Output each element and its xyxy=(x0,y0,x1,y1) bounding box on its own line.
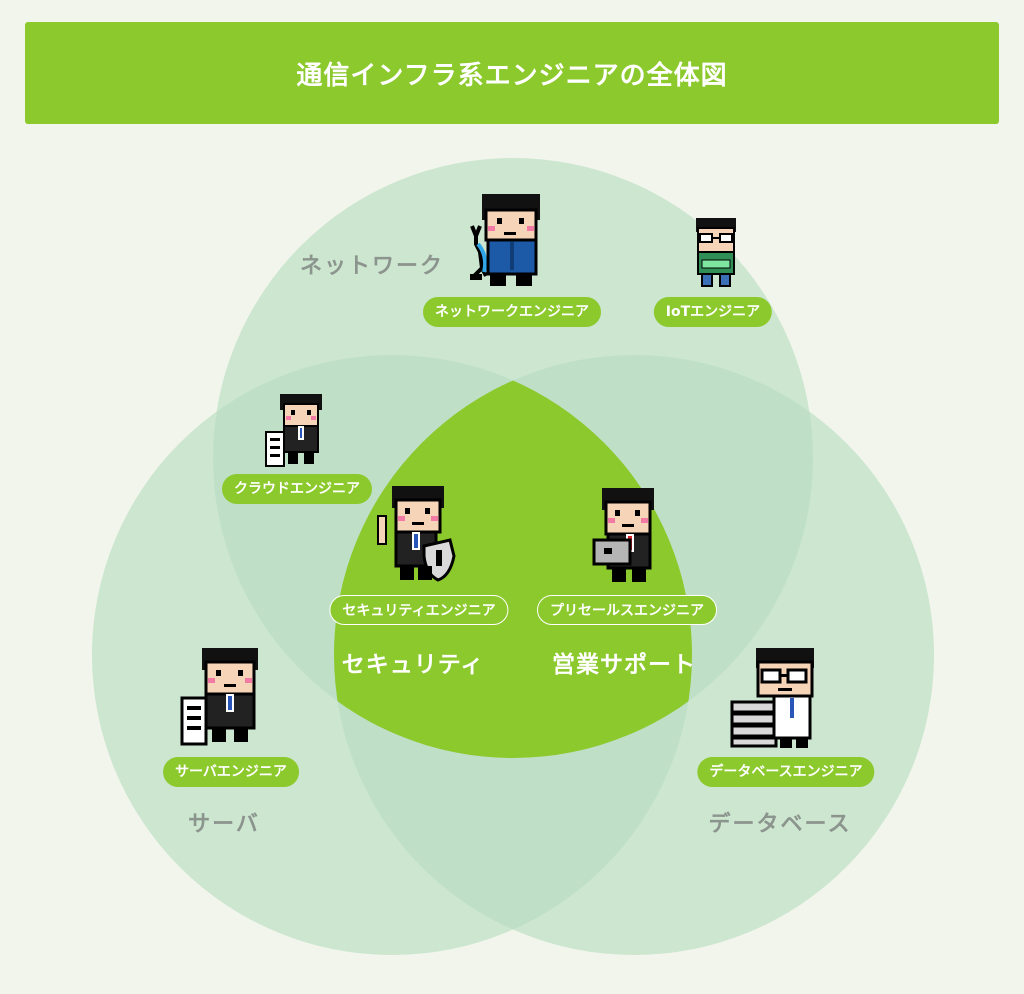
role-network-engineer: ネットワークエンジニア xyxy=(423,297,601,327)
role-server-engineer: サーバエンジニア xyxy=(163,757,299,787)
title-bar: 通信インフラ系エンジニアの全体図 xyxy=(25,22,999,124)
cloud-engineer-figure xyxy=(265,394,322,467)
region-security-label: セキュリティ xyxy=(341,652,485,678)
database-engineer-figure xyxy=(730,648,814,748)
role-iot-engineer: IoTエンジニア xyxy=(653,297,773,327)
security-engineer-figure xyxy=(377,486,456,582)
page-title: 通信インフラ系エンジニアの全体図 xyxy=(296,60,728,91)
server-engineer-figure xyxy=(180,648,258,746)
region-sales-support-label: 営業サポート xyxy=(552,652,696,678)
iot-engineer-figure xyxy=(696,218,736,287)
region-network-label: ネットワーク xyxy=(299,254,445,279)
presales-engineer-figure xyxy=(592,488,654,582)
role-database-engineer: データベースエンジニア xyxy=(697,757,875,787)
network-engineer-figure xyxy=(470,194,540,286)
center-intersection xyxy=(334,355,692,758)
role-security-engineer: セキュリティエンジニア xyxy=(329,595,509,625)
region-database-label: データベース xyxy=(708,812,852,837)
role-cloud-engineer: クラウドエンジニア xyxy=(222,474,372,504)
role-presales-engineer: プリセールスエンジニア xyxy=(537,595,717,625)
region-server-label: サーバ xyxy=(188,812,260,837)
